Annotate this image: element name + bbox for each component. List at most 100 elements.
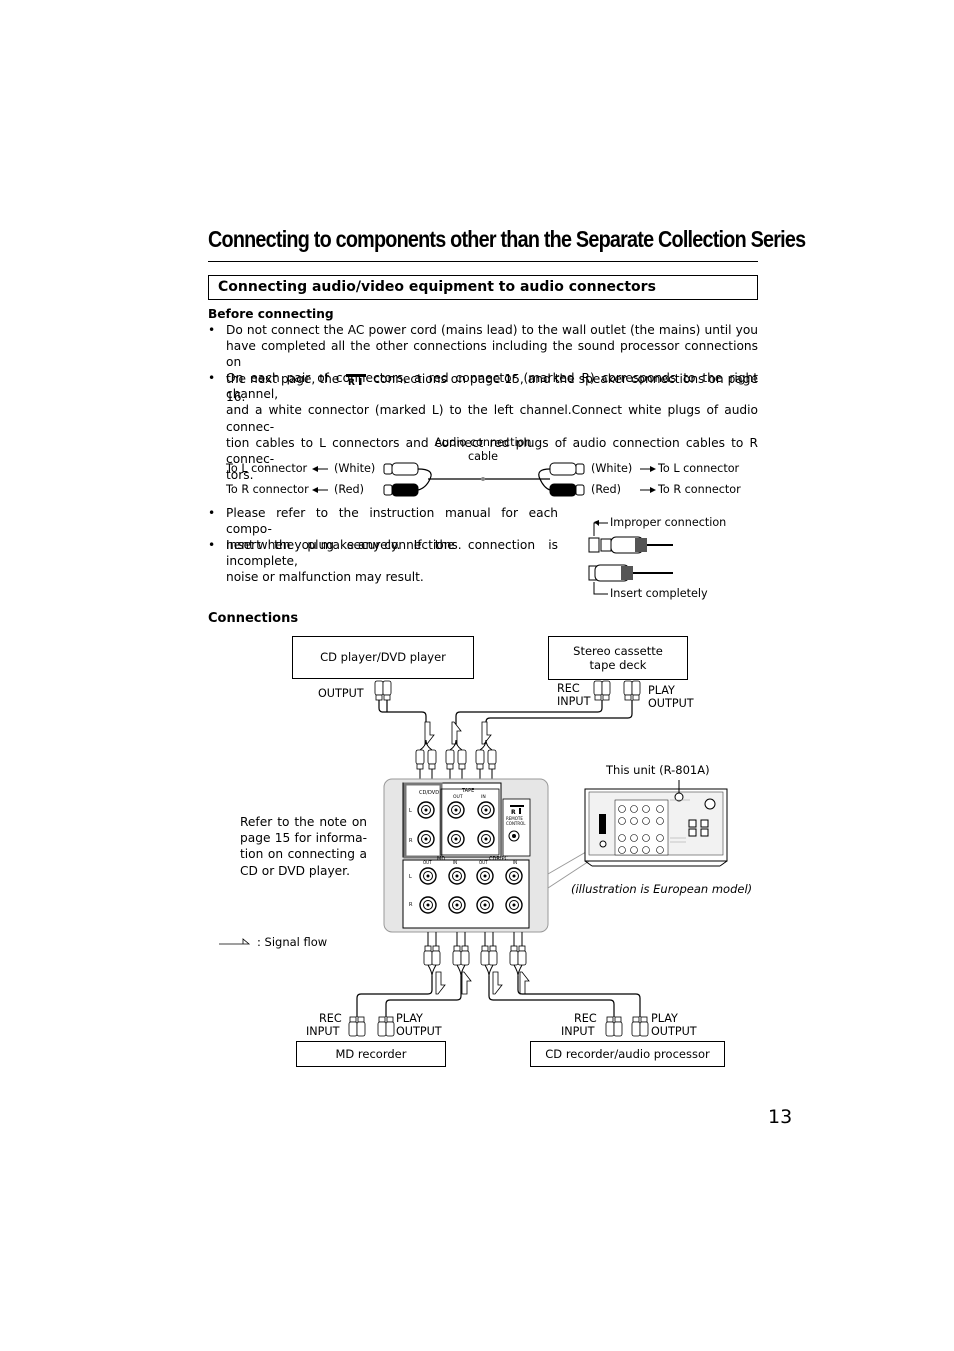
- tape-output-label: OUTPUT: [648, 697, 694, 710]
- cable-label: Audio connection cable: [430, 436, 536, 464]
- panel-cdr-in-label: IN: [513, 860, 517, 865]
- note-line-4: CD or DVD player.: [240, 863, 350, 878]
- red-right: (Red): [591, 483, 621, 496]
- b2-line-1: On each pair of connectors, a red connec…: [226, 371, 758, 402]
- unit-rear-panel: CD/DVD TAPE L R OUT IN MD CDR/PC OUT IN …: [383, 778, 549, 933]
- md-rec-label: REC: [319, 1012, 342, 1025]
- arrow-right-icon: [640, 466, 656, 493]
- b1-line-1: Do not connect the AC power cord (mains …: [226, 323, 758, 337]
- tape-box-line-2: tape deck: [589, 658, 647, 672]
- device-plugs-icon: [348, 1016, 649, 1037]
- ri-logo-icon: R: [345, 373, 367, 389]
- title-divider: [208, 261, 758, 262]
- audio-cable-drawing: [312, 462, 656, 497]
- bullet-4: •: [208, 538, 216, 552]
- tape-deck-box: Stereo cassette tape deck: [548, 636, 688, 680]
- b4-line-1: Insert the plug securely. If the connect…: [226, 538, 558, 569]
- bullet-2: •: [208, 371, 216, 385]
- cd-recorder-box: CD recorder/audio processor: [530, 1041, 725, 1067]
- panel-l-label: L: [409, 808, 412, 814]
- md-output-label: OUTPUT: [396, 1025, 442, 1038]
- signal-flow-legend: : Signal flow: [257, 935, 328, 949]
- panel-r2-label: R: [409, 902, 413, 908]
- signal-arrow-icon: [424, 721, 492, 745]
- b4-line-2: noise or malfunction may result.: [226, 570, 424, 585]
- cable-label-1: Audio connection: [434, 436, 532, 449]
- panel-tape-label: TAPE: [461, 788, 474, 794]
- ri-logo-icon: R: [510, 805, 524, 816]
- svg-text:R: R: [348, 378, 355, 385]
- connections-heading: Connections: [208, 611, 299, 626]
- insert-completely-label: Insert completely: [610, 587, 708, 600]
- panel-cdr-out-label: OUT: [479, 860, 488, 865]
- improper-connection-label: Improper connection: [610, 516, 727, 529]
- unit-lower-plugs-icon: [423, 932, 527, 977]
- to-r-left: To R connector: [226, 483, 309, 496]
- cd-output-label: OUTPUT: [318, 687, 364, 700]
- page-title: Connecting to components other than the …: [208, 226, 806, 252]
- rca-plug-red-left-icon: [383, 483, 419, 497]
- tape-plugs-icon: [455, 680, 641, 740]
- cdr-play-label: PLAY: [651, 1012, 678, 1025]
- white-right: (White): [591, 462, 633, 475]
- panel-md-in-label: IN: [453, 860, 457, 865]
- b3-line-1: Please refer to the instruction manual f…: [226, 506, 558, 537]
- cd-dvd-player-box: CD player/DVD player: [292, 636, 474, 679]
- panel-cd-dvd-label: CD/DVD: [419, 790, 439, 796]
- rca-plug-white-right-icon: [549, 462, 585, 476]
- rca-plug-red-right-icon: [549, 483, 585, 497]
- signal-arrow-icon: [435, 971, 530, 995]
- note-line-2: page 15 for informa-: [240, 831, 367, 846]
- panel-l2-label: L: [409, 874, 412, 880]
- b1-line-3b: connections on page 15, and the speaker …: [226, 371, 759, 404]
- cdr-output-label: OUTPUT: [651, 1025, 697, 1038]
- tape-box-line-1: Stereo cassette: [573, 644, 663, 658]
- b2-line-2: and a white connector (marked L) to the …: [226, 403, 758, 434]
- b1-line-3a: the next page, the: [226, 371, 340, 386]
- panel-cdr-label: CDR/PC: [489, 856, 509, 862]
- rca-plug-white-left-icon: [383, 462, 419, 476]
- panel-tape-in-label: IN: [481, 794, 486, 800]
- note-line-3: tion on connecting a: [240, 847, 367, 862]
- connections-diagram: CD/DVD TAPE L R OUT IN MD CDR/PC OUT IN …: [219, 680, 728, 1037]
- panel-md-out-label: OUT: [423, 860, 432, 865]
- tape-rec-label: REC: [557, 682, 580, 695]
- to-r-right: To R connector: [658, 483, 741, 496]
- plug-insertion-drawing: [588, 520, 673, 595]
- cd-dvd-note: Refer to the note on page 15 for informa…: [240, 814, 367, 879]
- md-input-label: INPUT: [306, 1025, 340, 1038]
- bullet-3: •: [208, 506, 216, 520]
- b2-line-4: tors.: [226, 468, 254, 483]
- section-title: Connecting audio/video equipment to audi…: [208, 275, 758, 300]
- illustration-note: (illustration is European model): [571, 882, 753, 896]
- bullet-3-text: Please refer to the instruction manual f…: [226, 505, 558, 554]
- b2-line-3: tion cables to L connectors and connect …: [226, 435, 758, 467]
- md-play-label: PLAY: [396, 1012, 423, 1025]
- panel-r-label: R: [409, 838, 413, 844]
- panel-md-label: MD: [437, 856, 445, 862]
- panel-remote-2: CONTROL: [506, 821, 526, 826]
- page-number: 13: [768, 1106, 793, 1128]
- b1-line-3: the next page, the R connections on page…: [226, 371, 758, 405]
- b1-line-2: have completed all the other connections…: [226, 339, 758, 370]
- bullet-1-text: Do not connect the AC power cord (mains …: [226, 322, 758, 405]
- note-line-1: Refer to the note on: [240, 815, 367, 829]
- bullet-4-text: Insert the plug securely. If the connect…: [226, 537, 558, 586]
- panel-tape-out-label: OUT: [453, 794, 463, 800]
- before-heading: Before connecting: [208, 307, 334, 321]
- cable-label-2: cable: [467, 450, 499, 463]
- unit-illustration: [584, 780, 728, 867]
- cd-output-plugs-icon: [374, 680, 427, 740]
- tape-input-label: INPUT: [557, 695, 591, 708]
- cdr-rec-label: REC: [574, 1012, 597, 1025]
- to-l-right: To L connector: [658, 462, 740, 475]
- signal-flow-legend-icon: [219, 938, 251, 945]
- this-unit-label: This unit (R-801A): [606, 763, 710, 777]
- md-recorder-box: MD recorder: [296, 1041, 446, 1067]
- panel-remote-1: REMOTE: [506, 816, 523, 821]
- cdr-input-label: INPUT: [561, 1025, 595, 1038]
- b3-line-2: nent when you make any connections.: [226, 538, 462, 553]
- arrow-left-icon: [312, 466, 328, 493]
- tape-play-label: PLAY: [648, 684, 675, 697]
- white-left: (White): [334, 462, 376, 475]
